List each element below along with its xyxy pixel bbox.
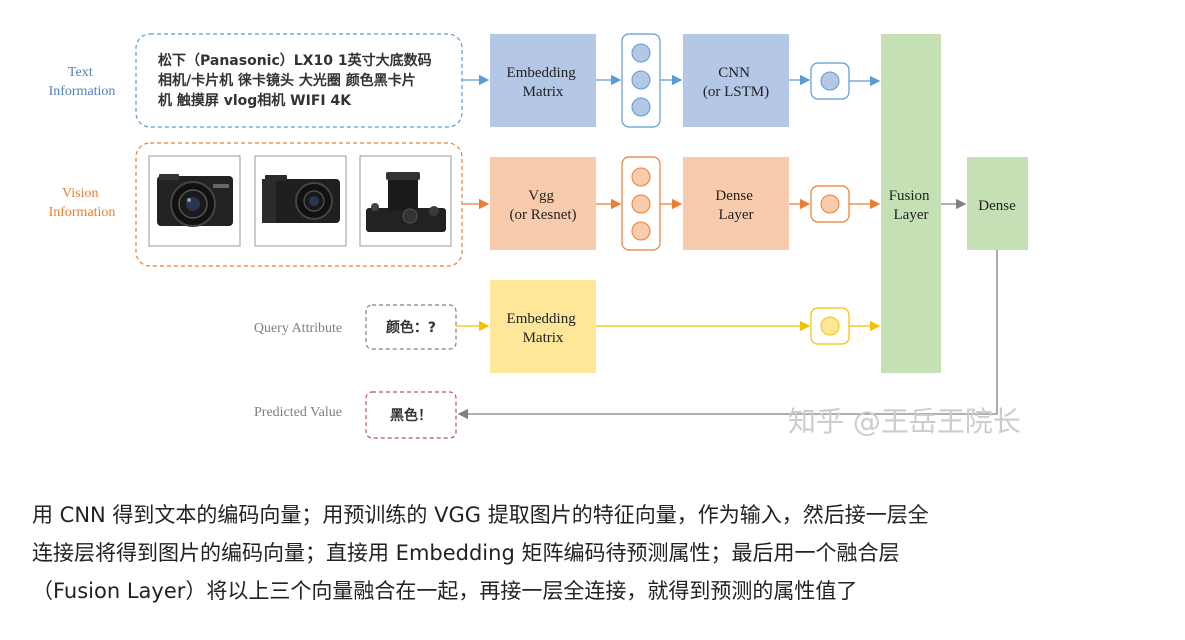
dense-layer-box <box>683 157 789 250</box>
vector-node <box>631 221 651 241</box>
vector-node <box>631 194 651 214</box>
dense-layer-label: Dense Layer <box>715 188 756 223</box>
text-embedding-matrix-label: Embedding Matrix <box>507 65 580 100</box>
fusion-layer-box <box>881 34 941 373</box>
predicted-value-box <box>365 391 457 439</box>
camera-front-image <box>148 155 241 247</box>
text-embedding-matrix-box <box>490 34 596 127</box>
query-embedding-matrix-label: Embedding Matrix <box>507 311 580 346</box>
predicted-value-label: Predicted Value <box>254 405 342 420</box>
vector-node <box>820 71 840 91</box>
vector-node <box>820 194 840 214</box>
cnn-box <box>683 34 789 127</box>
query-attribute-label: Query Attribute <box>254 321 342 336</box>
model-architecture-diagram: Text Information Vision Information Quer… <box>49 33 1028 439</box>
vector-node <box>820 316 840 336</box>
dense-label: Dense <box>978 198 1016 214</box>
caption-line: （Fusion Layer）将以上三个向量融合在一起，再接一层全连接，就得到预测… <box>32 579 858 603</box>
vgg-label: Vgg (or Resnet) <box>509 188 576 223</box>
query-input-box <box>365 304 457 350</box>
cnn-label: CNN (or LSTM) <box>703 65 769 100</box>
vector-node <box>631 43 651 63</box>
vector-node <box>631 167 651 187</box>
text-input-content: 松下（Panasonic）LX10 1英寸大底数码 相机/卡片机 徕卡镜头 大光… <box>158 52 436 109</box>
camera-side-image <box>254 155 347 247</box>
watermark: 知乎 @王岳王院长 <box>788 405 1021 438</box>
output-arrow <box>457 250 998 420</box>
dense-box <box>967 157 1028 250</box>
vision-information-label: Vision Information <box>49 186 116 220</box>
fusion-layer-label: Fusion Layer <box>889 188 934 223</box>
query-input-text: 颜色：? <box>386 319 436 336</box>
vector-node <box>631 97 651 117</box>
predicted-value-text: 黑色！ <box>390 407 432 424</box>
vector-node <box>631 70 651 90</box>
query-embedding-matrix-box <box>490 280 596 373</box>
text-information-label: Text Information <box>49 65 116 99</box>
camera-top-image <box>359 155 452 247</box>
caption-line: 用 CNN 得到文本的编码向量；用预训练的 VGG 提取图片的特征向量，作为输入… <box>32 503 929 527</box>
caption: 用 CNN 得到文本的编码向量；用预训练的 VGG 提取图片的特征向量，作为输入… <box>32 496 1142 610</box>
vgg-box <box>490 157 596 250</box>
caption-line: 连接层将得到图片的编码向量；直接用 Embedding 矩阵编码待预测属性；最后… <box>32 541 900 565</box>
